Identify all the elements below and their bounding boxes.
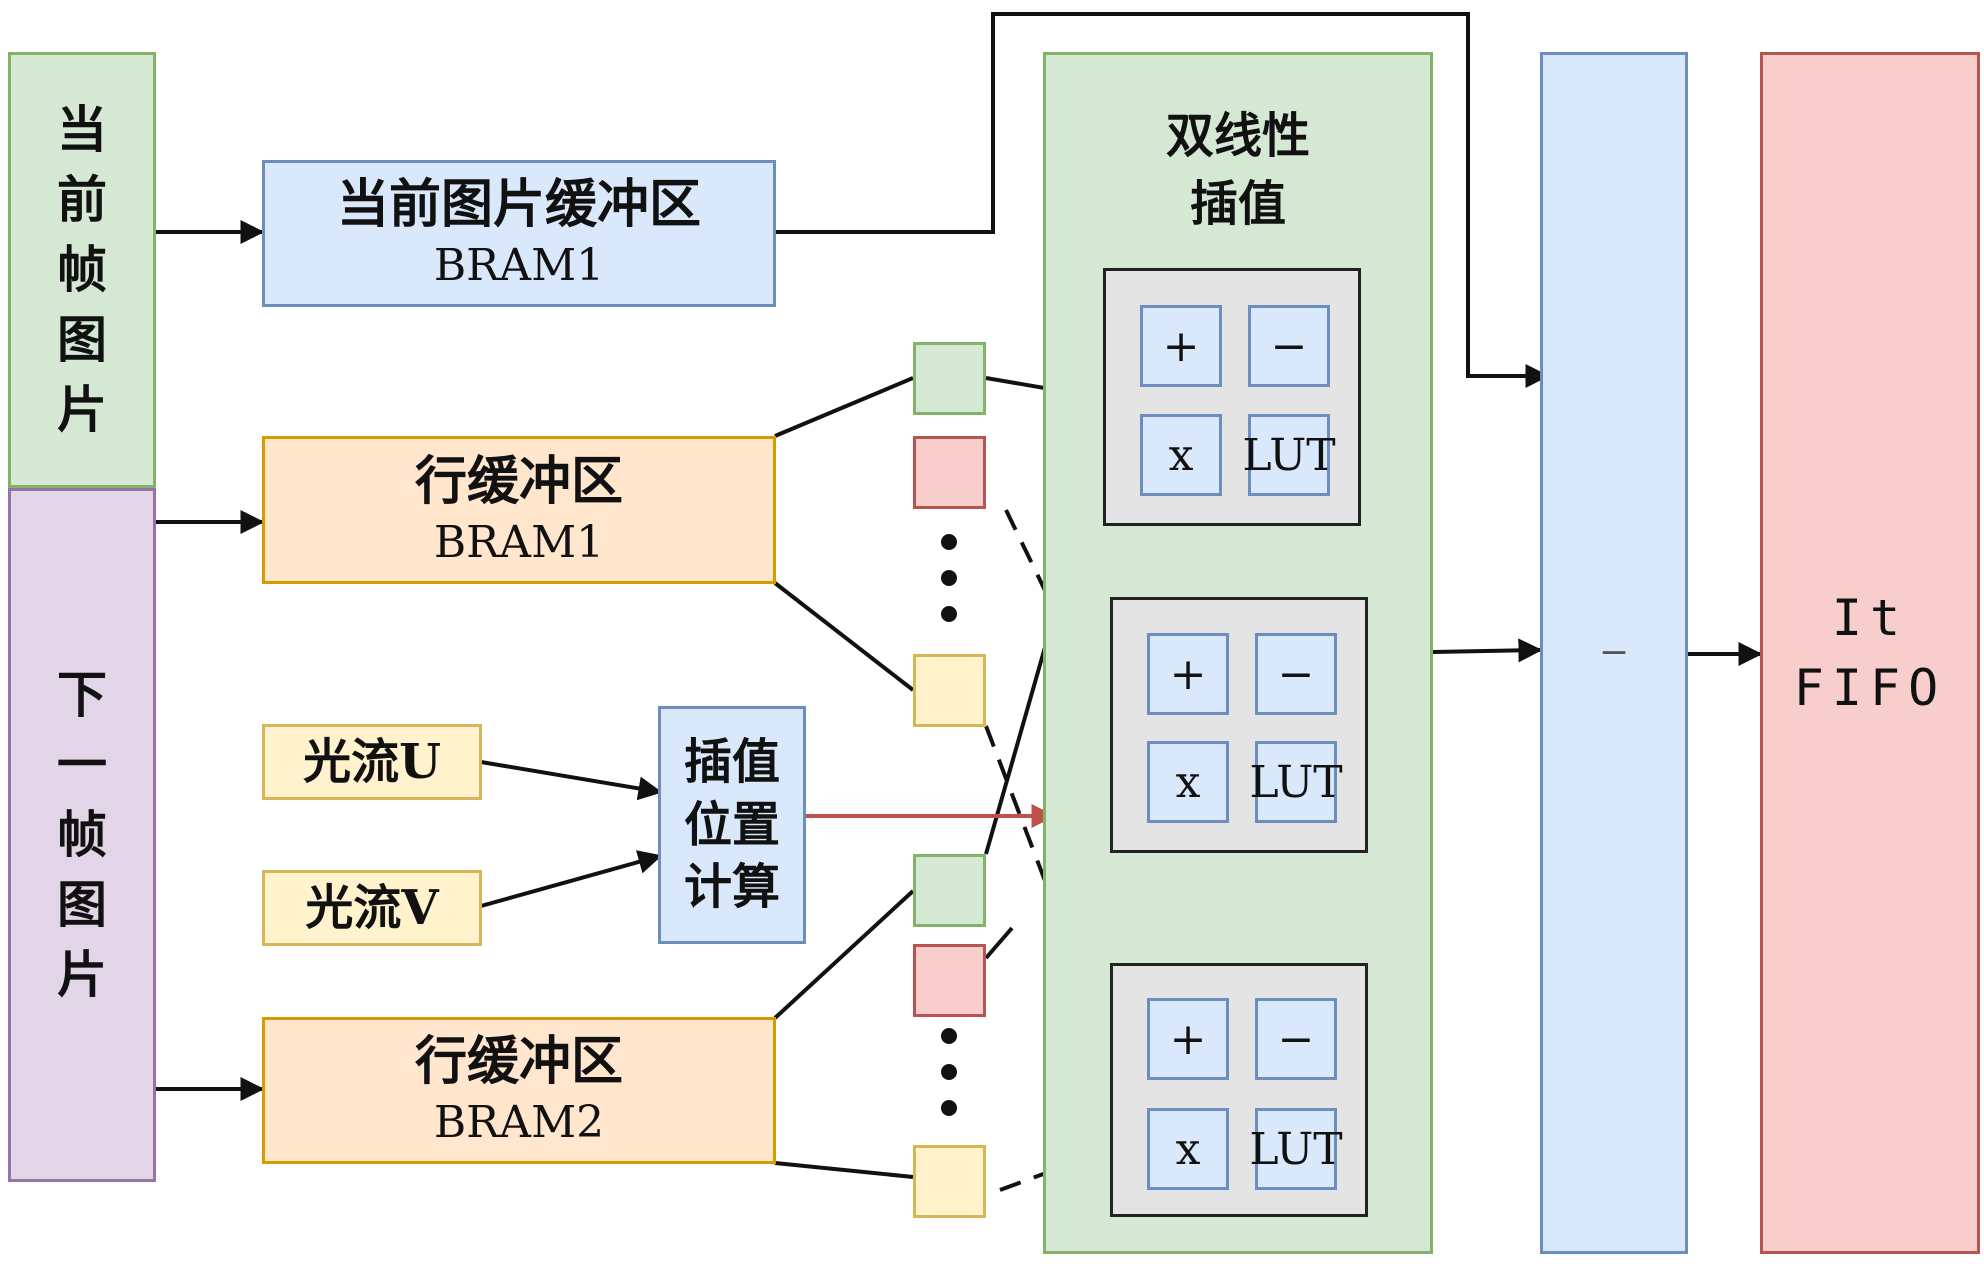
interp-line: 位置: [683, 796, 780, 853]
current-frame-block: 当 前 帧 图 片: [8, 52, 156, 488]
ellipsis-dot: [941, 534, 957, 550]
optical-flow-u: 光流U: [262, 724, 482, 800]
current-image-buffer-title: 当前图片缓冲区: [336, 174, 701, 236]
current-image-buffer: 当前图片缓冲区 BRAM1: [262, 160, 776, 307]
pixel-square: [913, 944, 986, 1017]
pixel-square: [913, 854, 986, 927]
multiply-op: x: [1140, 414, 1222, 496]
current-image-buffer-subtitle: BRAM1: [433, 240, 605, 292]
next-frame-char: 图: [57, 875, 107, 934]
plus-op: +: [1140, 305, 1222, 387]
interp-line: 计算: [683, 859, 780, 916]
ellipsis-dot: [941, 570, 957, 586]
subtract-block: −: [1540, 52, 1688, 1254]
multiply-op: x: [1147, 741, 1229, 823]
interpolation-position-calc: 插值 位置 计算: [658, 706, 806, 944]
pixel-square: [913, 1145, 986, 1218]
lut-op: LUT: [1242, 414, 1336, 496]
line-buffer-2-title: 行缓冲区: [414, 1031, 623, 1093]
optical-flow-v-label: 光流V: [305, 879, 439, 936]
multiply-op: x: [1147, 1108, 1229, 1190]
pixel-square: [913, 654, 986, 727]
current-frame-char: 前: [57, 170, 107, 229]
line-buffer-2-subtitle: BRAM2: [433, 1097, 605, 1149]
current-frame-char: 图: [57, 310, 107, 369]
subtract-label: −: [1598, 631, 1630, 673]
next-frame-char: 下: [57, 665, 107, 724]
next-frame-char: 片: [57, 945, 107, 1004]
fifo-line-2: FIFO: [1793, 659, 1947, 717]
minus-op: −: [1255, 633, 1337, 715]
current-frame-char: 片: [57, 380, 107, 439]
ellipsis-dot: [941, 1100, 957, 1116]
fifo-line-1: It: [1831, 589, 1909, 647]
minus-op: −: [1255, 998, 1337, 1080]
plus-op: +: [1147, 998, 1229, 1080]
arrow-flowu-to-interp: [480, 760, 663, 801]
current-frame-char: 当: [57, 100, 107, 159]
line-buffer-1-subtitle: BRAM1: [433, 516, 605, 568]
it-fifo-block: It FIFO: [1760, 52, 1980, 1254]
interp-line: 插值: [683, 734, 780, 791]
ellipsis-dot: [941, 606, 957, 622]
line-buffer-1: 行缓冲区 BRAM1: [262, 436, 776, 584]
minus-op: −: [1248, 305, 1330, 387]
lut-op: LUT: [1249, 741, 1343, 823]
next-frame-char: 帧: [57, 805, 107, 864]
line-buffer-2: 行缓冲区 BRAM2: [262, 1017, 776, 1164]
pixel-square: [913, 436, 986, 509]
optical-flow-v: 光流V: [262, 870, 482, 946]
current-frame-char: 帧: [57, 240, 107, 299]
next-frame-block: 下 一 帧 图 片: [8, 488, 156, 1182]
next-frame-char: 一: [57, 735, 107, 794]
bilinear-title-line: 双线性: [1165, 108, 1310, 164]
optical-flow-u-label: 光流U: [303, 733, 441, 790]
ellipsis-dot: [941, 1028, 957, 1044]
lut-op: LUT: [1249, 1108, 1343, 1190]
line-buffer-1-title: 行缓冲区: [414, 450, 623, 512]
plus-op: +: [1147, 633, 1229, 715]
arrow-bilinear-to-subtract: [1432, 638, 1543, 663]
bilinear-title-line: 插值: [1189, 176, 1286, 232]
pixel-square: [913, 342, 986, 415]
arrow-imgbuf-to-subtract: [775, 12, 1550, 388]
ellipsis-dot: [941, 1064, 957, 1080]
arrow-flowv-to-interp: [480, 850, 663, 908]
